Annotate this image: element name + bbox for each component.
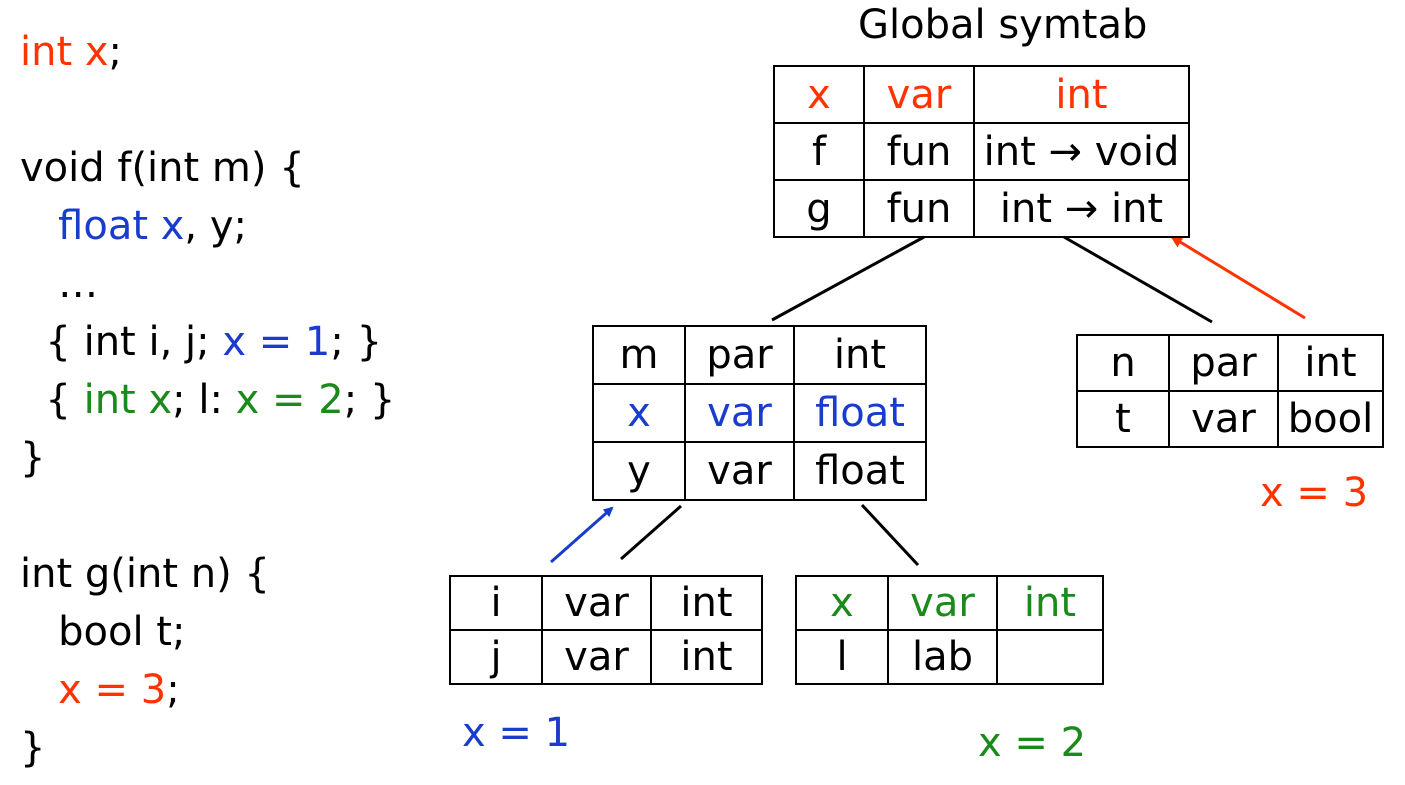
code-token: { — [20, 377, 84, 423]
edge-f-to-block2 — [860, 503, 920, 567]
code-line: } — [20, 429, 45, 487]
code-line: float x, y; — [20, 197, 247, 255]
symtab-cell: var — [541, 629, 652, 685]
code-line: int g(int n) { — [20, 545, 270, 603]
code-line: x = 3; — [20, 661, 180, 719]
symtab-cell: int → void — [973, 122, 1190, 181]
symtab-cell: int — [973, 65, 1190, 124]
symtab-cell — [996, 629, 1104, 685]
symtab-cell: int — [650, 629, 763, 685]
caption-x-equals-1: x = 1 — [462, 710, 571, 756]
code-token: , y; — [184, 203, 247, 249]
code-token: void f(int m) { — [20, 145, 305, 191]
symtab-cell: g — [773, 179, 865, 238]
symtab-cell: int — [650, 575, 763, 631]
symtab-cell: var — [863, 65, 975, 124]
symtab-cell: l — [795, 629, 889, 685]
lookup-arrow-blue — [550, 506, 614, 564]
symtab-cell: var — [541, 575, 652, 631]
code-line: { int x; l: x = 2; } — [20, 371, 395, 429]
code-token: x = 1 — [222, 319, 331, 365]
code-token: ; l: — [172, 377, 236, 423]
symtab-cell: var — [1168, 390, 1279, 448]
code-token: bool t; — [20, 609, 186, 655]
symtab-cell: x — [592, 383, 686, 443]
code-line: bool t; — [20, 603, 185, 661]
symtab-cell: par — [684, 325, 795, 385]
code-line: void f(int m) { — [20, 139, 305, 197]
symtab-cell: i — [449, 575, 543, 631]
code-token: x = 3 — [58, 667, 167, 713]
code-token: int x — [20, 29, 109, 75]
edge-f-to-block1 — [620, 504, 682, 561]
symtab-cell: fun — [863, 179, 975, 238]
lookup-arrow-red — [1170, 235, 1306, 320]
code-token: ; — [166, 667, 180, 713]
symtab-cell: var — [684, 441, 795, 501]
code-token: float x — [58, 203, 185, 249]
symtab-cell: fun — [863, 122, 975, 181]
symtab-cell: float — [793, 383, 927, 443]
code-line: } — [20, 719, 45, 777]
symtab-cell: n — [1076, 334, 1170, 392]
symtab-cell: m — [592, 325, 686, 385]
global-symtab-title: Global symtab — [858, 2, 1148, 48]
symtab-cell: x — [773, 65, 865, 124]
symtab-cell: int — [793, 325, 927, 385]
code-line: int x; — [20, 23, 122, 81]
code-token: } — [20, 725, 46, 771]
code-token: ; } — [330, 319, 383, 365]
symtab-cell: j — [449, 629, 543, 685]
code-token: } — [20, 435, 46, 481]
code-token: int x — [83, 377, 173, 423]
code-line: … — [20, 255, 98, 313]
code-token: int g(int n) { — [20, 551, 270, 597]
symtab-cell: float — [793, 441, 927, 501]
edge-global-to-f — [771, 235, 925, 322]
symtab-cell: lab — [887, 629, 998, 685]
code-token: … — [20, 261, 99, 307]
symtab-cell: par — [1168, 334, 1279, 392]
symtab-cell: bool — [1277, 390, 1384, 448]
symtab-cell: var — [887, 575, 998, 631]
code-token: ; } — [343, 377, 396, 423]
code-line: { int i, j; x = 1; } — [20, 313, 382, 371]
code-token: ; — [108, 29, 123, 75]
symtab-cell: x — [795, 575, 889, 631]
symtab-cell: var — [684, 383, 795, 443]
symtab-cell: f — [773, 122, 865, 181]
code-token: { int i, j; — [20, 319, 223, 365]
symtab-cell: int → int — [973, 179, 1190, 238]
symtab-cell: y — [592, 441, 686, 501]
symtab-cell: t — [1076, 390, 1170, 448]
symtab-cell: int — [1277, 334, 1384, 392]
symtab-cell: int — [996, 575, 1104, 631]
caption-x-equals-2: x = 2 — [978, 720, 1087, 766]
caption-x-equals-3: x = 3 — [1260, 470, 1369, 516]
edge-global-to-g — [1063, 235, 1213, 324]
code-token: x = 2 — [235, 377, 344, 423]
